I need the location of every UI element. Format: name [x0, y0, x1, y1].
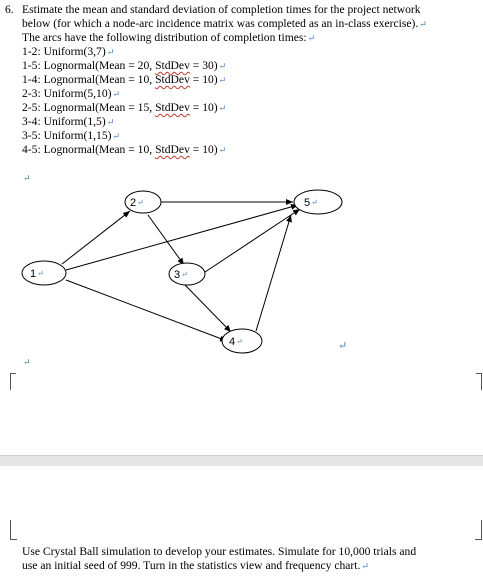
node-label: 4	[229, 336, 235, 348]
node-5: 5 ↵	[293, 189, 343, 215]
paragraph-mark-icon: ↵	[137, 198, 144, 207]
arc-distribution-line: 1-4: Lognormal(Mean = 10, StdDev = 10)↵	[22, 73, 226, 87]
page-margin-marker	[481, 520, 482, 540]
paragraph-mark-icon: ↵	[361, 561, 369, 571]
arc-3-5	[195, 208, 301, 279]
instruction-line-1: Use Crystal Ball simulation to develop y…	[22, 545, 417, 558]
document-page-2: Use Crystal Ball simulation to develop y…	[0, 466, 483, 581]
arc-4-5	[255, 214, 292, 332]
stray-paragraph-mark: ↵	[337, 339, 347, 353]
paragraph-mark-icon: ↵	[112, 89, 121, 99]
arc-text: = 10)	[189, 73, 218, 86]
paragraph-mark-icon: ↵	[218, 61, 227, 71]
paragraph-mark-icon: ↵	[23, 357, 31, 367]
project-network-diagram: 1 ↵ 2 ↵ 3 ↵ 4 ↵ 5 ↵	[21, 189, 343, 354]
page-margin-marker	[476, 373, 482, 374]
arc-text: 3-4: Uniform(1,5)	[22, 115, 106, 128]
arc-1-2	[61, 210, 131, 265]
document-page-1: 6. Estimate the mean and standard deviat…	[5, 3, 482, 390]
spellcheck-word: StdDev	[155, 143, 190, 156]
spellcheck-word: StdDev	[155, 101, 190, 114]
paragraph-mark-icon: ↵	[23, 173, 31, 183]
paragraph-mark-icon: ↵	[307, 33, 316, 43]
empty-paragraph-mark: ↵	[22, 355, 31, 369]
arc-2-3	[147, 214, 185, 266]
paragraph-mark-icon: ↵	[218, 103, 227, 113]
paragraph-mark-icon: ↵	[37, 269, 44, 278]
node-3: 3 ↵	[168, 262, 206, 286]
node-label: 2	[130, 197, 136, 209]
paragraph-mark-icon: ↵	[112, 131, 121, 141]
paragraph-mark-icon: ↵	[106, 47, 115, 57]
arc-distribution-line: 1-2: Uniform(3,7)↵	[22, 45, 114, 59]
arc-distribution-line: 1-5: Lognormal(Mean = 20, StdDev = 30)↵	[22, 59, 226, 73]
node-label: 1	[30, 268, 36, 280]
node-label: 3	[174, 269, 180, 281]
node-label: 5	[304, 197, 310, 209]
arc-text: 2-5: Lognormal(Mean = 15,	[22, 101, 156, 114]
arc-distribution-line: 3-5: Uniform(1,15)↵	[22, 129, 120, 143]
arc-text: = 10)	[189, 143, 218, 156]
paragraph-mark-icon: ↵	[311, 198, 318, 207]
instruction-line-2: use an initial seed of 999. Turn in the …	[22, 559, 369, 572]
node-1: 1 ↵	[21, 260, 67, 286]
spellcheck-word: StdDev	[155, 59, 190, 72]
node-4: 4 ↵	[221, 328, 263, 354]
question-text-line-3: The arcs have the following distribution…	[22, 31, 316, 44]
page-margin-marker	[481, 373, 482, 390]
page-margin-marker	[475, 539, 482, 540]
paragraph-mark-icon: ↵	[218, 145, 227, 155]
page-margin-marker	[10, 539, 17, 540]
arc-text: 2-3: Uniform(5,10)	[22, 87, 112, 100]
arc-distribution-line: 2-5: Lognormal(Mean = 15, StdDev = 10)↵	[22, 101, 226, 115]
question-number: 6.	[5, 3, 14, 16]
arc-1-5	[65, 203, 299, 271]
paragraph-mark-icon: ↵	[236, 337, 243, 346]
arc-3-4	[184, 284, 232, 333]
question-text-line-1: Estimate the mean and standard deviation…	[22, 3, 421, 16]
page-margin-marker	[10, 520, 11, 540]
arc-distribution-line: 4-5: Lognormal(Mean = 10, StdDev = 10)↵	[22, 143, 226, 157]
arc-distribution-line: 2-3: Uniform(5,10)↵	[22, 87, 120, 101]
empty-paragraph-mark: ↵	[22, 171, 31, 185]
arc-text: 1-5: Lognormal(Mean = 20,	[22, 59, 156, 72]
question-text-line-2: below (for which a node-arc incidence ma…	[22, 17, 427, 30]
paragraph-mark-icon: ↵	[106, 117, 115, 127]
node-2: 2 ↵	[124, 190, 162, 214]
arc-text: 1-2: Uniform(3,7)	[22, 45, 106, 58]
arc-text: 4-5: Lognormal(Mean = 10,	[22, 143, 156, 156]
paragraph-mark-icon: ↵	[218, 75, 227, 85]
page-margin-marker	[10, 373, 16, 374]
arc-text: 3-5: Uniform(1,15)	[22, 129, 112, 142]
arc-text: 1-4: Lognormal(Mean = 10,	[22, 73, 156, 86]
paragraph-mark-icon: ↵	[181, 270, 188, 279]
arc-text: = 10)	[189, 101, 218, 114]
arc-text: = 30)	[189, 59, 218, 72]
arc-1-4	[65, 279, 228, 342]
spellcheck-word: StdDev	[155, 73, 190, 86]
paragraph-mark-icon: ↵	[338, 340, 348, 352]
page-margin-marker	[10, 373, 11, 390]
arc-distribution-line: 3-4: Uniform(1,5)↵	[22, 115, 114, 129]
paragraph-mark-icon: ↵	[419, 19, 427, 29]
